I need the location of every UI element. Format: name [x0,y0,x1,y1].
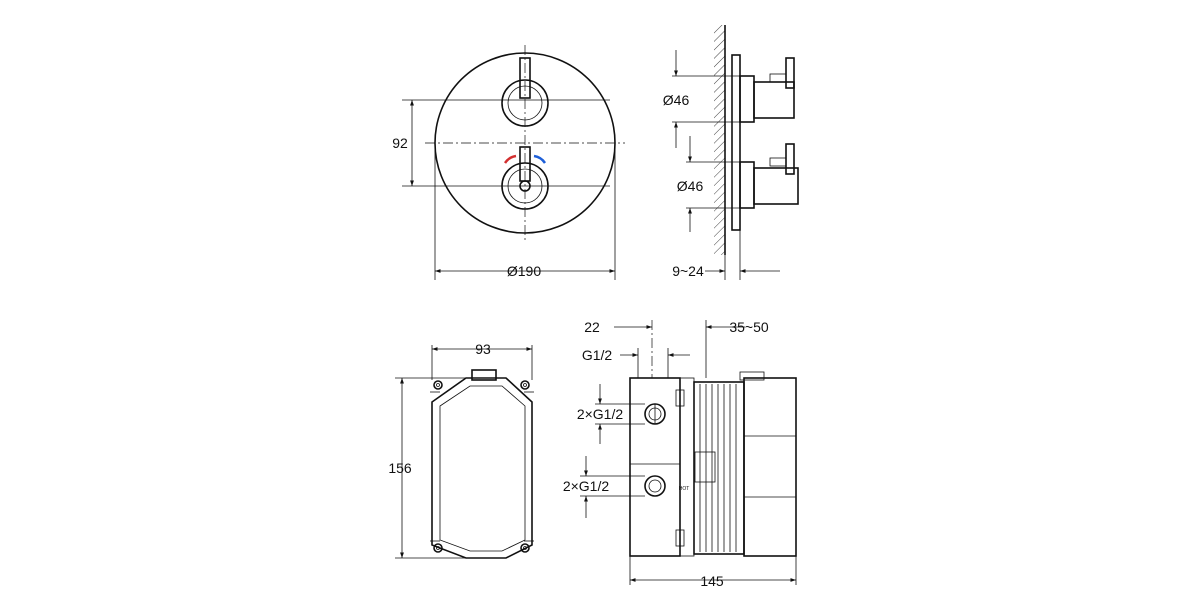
wall-hatch [714,25,725,255]
lower-handle-diameter-label: Ø46 [677,178,704,194]
housing-outline [431,377,533,559]
hot-label-box [694,451,716,483]
top-thread-label: G1/2 [582,347,613,363]
body-height-label: 156 [388,460,412,476]
upper-ports-label: 2×G1/2 [577,406,624,422]
top-boss [471,369,497,381]
lower-port [644,475,666,497]
body-front-view: 93 156 [388,341,534,559]
hot-label: HOT [679,486,690,492]
lower-ports-label: 2×G1/2 [563,478,610,494]
housing-inner [439,385,526,552]
side-plate [731,54,741,231]
dimension-label-92: 92 [392,135,408,151]
front-view: 92 Ø190 [392,45,625,280]
upper-handle [402,57,610,127]
lower-handle [402,146,610,210]
dimension-label-190: Ø190 [507,263,541,279]
offset-dimension-label: 22 [584,319,600,335]
mounting-lugs [430,380,534,553]
body-width-label: 93 [475,341,491,357]
side-lower-handle [739,143,799,209]
cold-indicator [533,154,547,164]
upper-port [644,403,666,425]
depth-dimension-label: 9~24 [672,263,704,279]
threaded-sleeve [693,381,745,555]
plaster-guard [743,377,797,557]
hot-indicator [503,154,517,164]
side-view: Ø46 Ø46 9~24 [663,25,799,280]
side-upper-handle [739,57,795,123]
body-depth-label: 145 [700,573,724,589]
body-side-view: HOT 22 35~50 G1/2 2×G1/2 2×G1/2 145 [563,319,797,589]
upper-handle-diameter-label: Ø46 [663,92,690,108]
depth-range-label: 35~50 [729,319,769,335]
